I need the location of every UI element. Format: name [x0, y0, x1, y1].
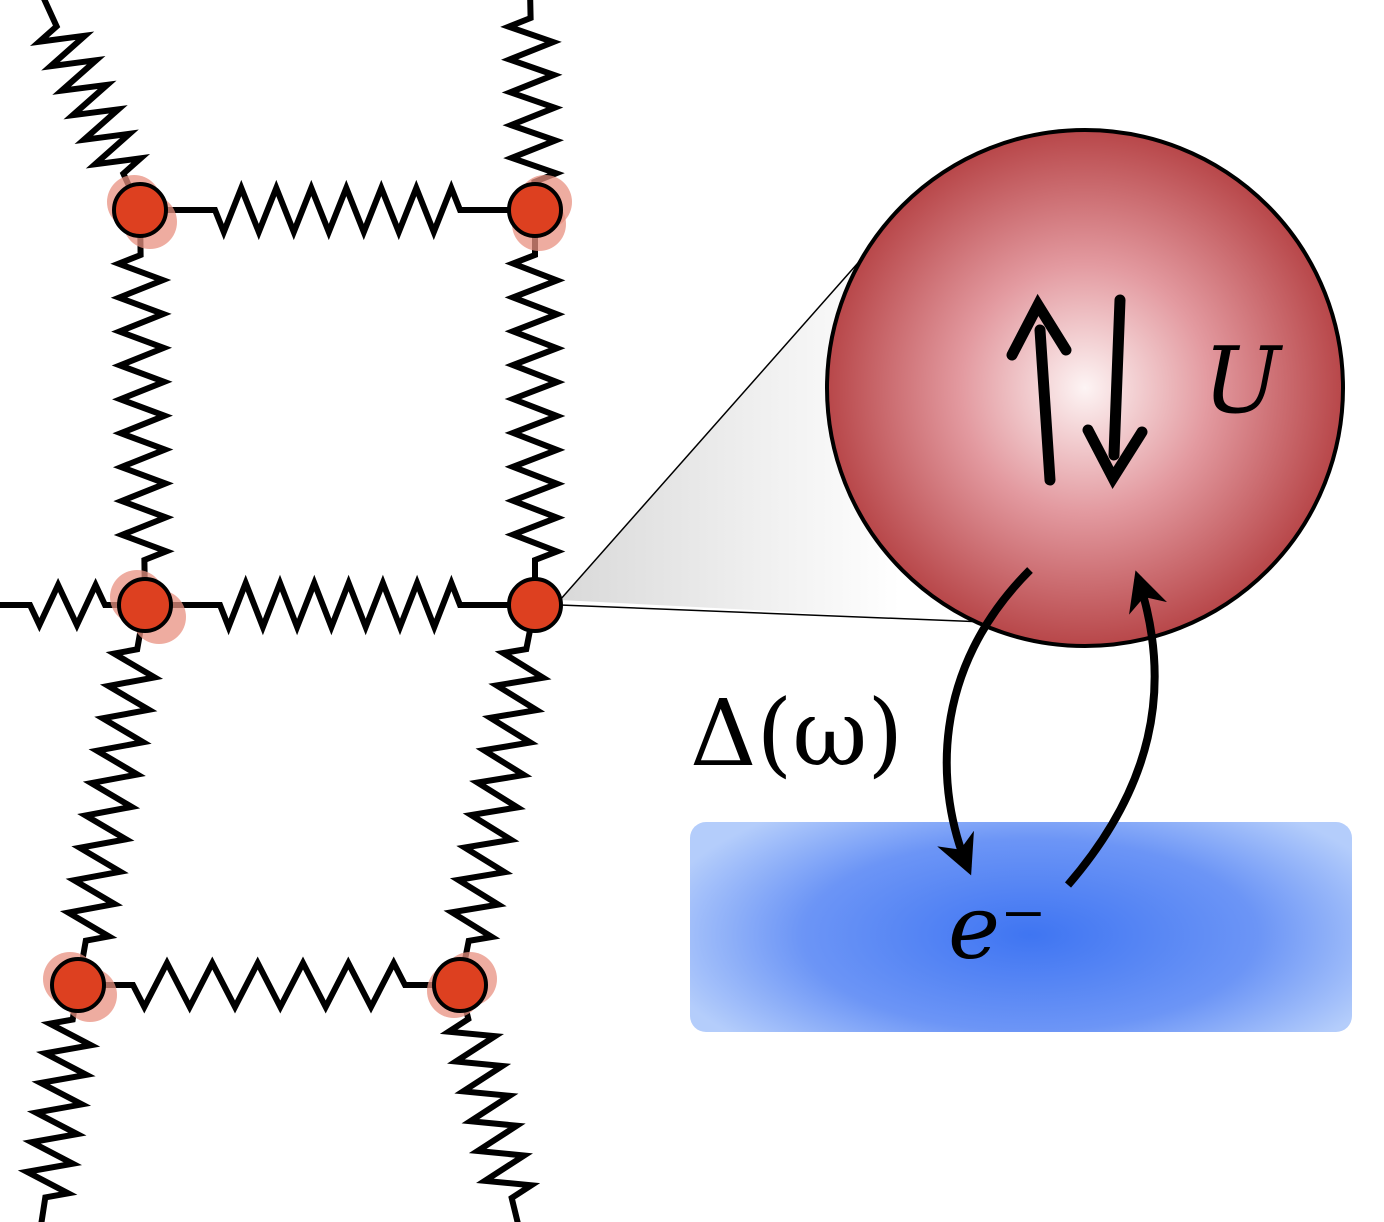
lattice-site-r1c1 [107, 175, 177, 249]
spring-top-left-diag [29, 0, 151, 212]
zoom-cone-upper-edge [559, 254, 866, 601]
impurity-atom [825, 128, 1345, 648]
spring-col-left-lower [59, 604, 164, 986]
lattice-site-r3c1 [43, 952, 117, 1022]
spring-top-right-vert [500, 0, 565, 211]
spring-bottom-left [17, 984, 101, 1222]
lattice-site-r2c1 [110, 570, 186, 644]
lattice-springs [0, 0, 566, 1222]
interaction-label: U [1203, 327, 1284, 434]
hopping-arrow-out [937, 567, 1033, 876]
spring-col-right-upper [504, 210, 566, 605]
electron-bath [690, 822, 1352, 1032]
spring-left-stub [0, 577, 145, 633]
lattice-site-r2c2 [507, 577, 563, 633]
hybridization-label: Δ(ω) [690, 680, 903, 787]
lattice-site-r1c2 [507, 175, 572, 251]
spring-bottom-right [439, 984, 541, 1222]
spring-col-right-lower [443, 604, 552, 986]
site-core [507, 182, 563, 238]
down-arrow-icon [1082, 294, 1148, 490]
site-core [50, 957, 106, 1013]
lattice-site-r3c2 [427, 952, 497, 1018]
spring-row1-horiz [140, 179, 535, 241]
spring-row3-horiz [78, 956, 460, 1014]
site-core [432, 957, 488, 1013]
spring-col-left-upper [110, 209, 175, 606]
site-core [117, 577, 173, 633]
electron-label: e⁻ [948, 876, 1047, 979]
site-core [507, 577, 563, 633]
zoom-cone-lower-edge [559, 604, 986, 623]
up-arrow-icon [1006, 293, 1072, 486]
hopping-arrow-in [1064, 570, 1168, 888]
spring-row2-horiz [145, 574, 535, 636]
lattice-sites [43, 175, 572, 1022]
site-core [112, 182, 168, 238]
